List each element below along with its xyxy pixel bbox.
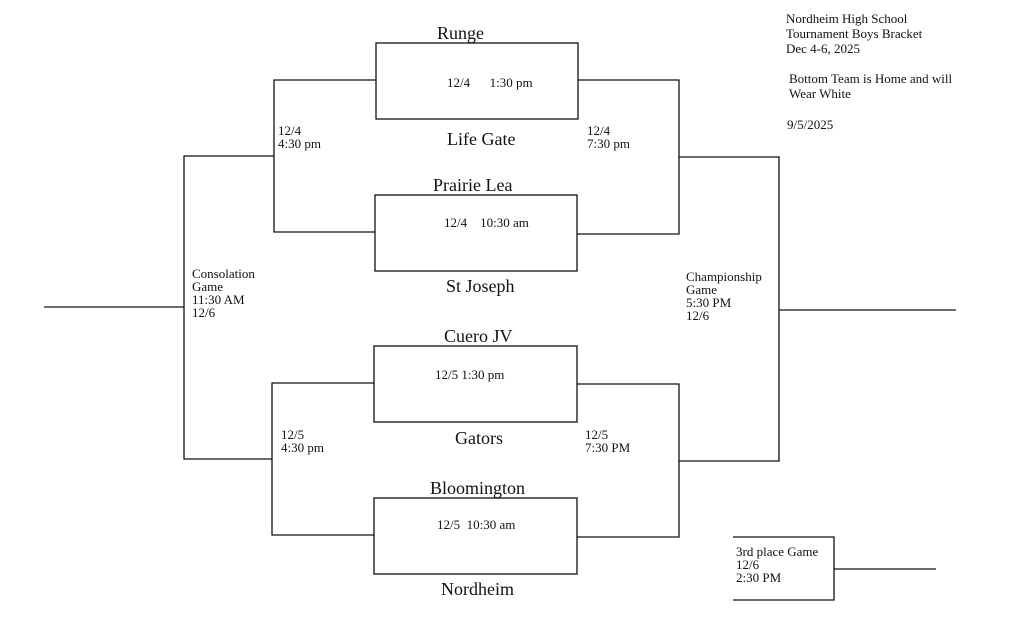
game2-time: 12/4 10:30 am bbox=[444, 215, 529, 230]
left-bracket-upper bbox=[273, 79, 376, 233]
third-place-label: 3rd place Game 12/6 2:30 PM bbox=[736, 544, 819, 585]
game-box-1 bbox=[375, 42, 579, 120]
consolation-upper-time: 12/4 4:30 pm bbox=[278, 123, 321, 151]
game4-bottom-team: Nordheim bbox=[441, 579, 514, 599]
game2-bottom-team: St Joseph bbox=[446, 276, 515, 296]
consolation-game-label: Consolation Game 11:30 AM 12/6 bbox=[192, 266, 255, 320]
game-box-4 bbox=[373, 497, 578, 575]
game-box-2 bbox=[374, 194, 578, 272]
tournament-title: Tournament Boys Bracket bbox=[786, 26, 923, 41]
championship-game-label: Championship Game 5:30 PM 12/6 bbox=[686, 269, 762, 323]
game4-time: 12/5 10:30 am bbox=[437, 517, 516, 532]
right-outer-bracket bbox=[679, 156, 780, 462]
game1-top-team: Runge bbox=[437, 23, 484, 43]
home-team-note-cont: Wear White bbox=[789, 86, 851, 101]
consolation-lower-time: 12/5 4:30 pm bbox=[281, 427, 324, 455]
game3-top-team: Cuero JV bbox=[444, 326, 513, 346]
game4-top-team: Bloomington bbox=[430, 478, 526, 498]
game2-top-team: Prairie Lea bbox=[433, 175, 513, 195]
winners-upper-time: 12/4 7:30 pm bbox=[587, 123, 630, 151]
game3-time: 12/5 1:30 pm bbox=[435, 367, 505, 382]
right-bracket-upper bbox=[577, 79, 680, 235]
home-team-note: Bottom Team is Home and will bbox=[789, 71, 953, 86]
left-bracket-lower bbox=[271, 382, 374, 536]
school-name: Nordheim High School bbox=[786, 11, 908, 26]
right-bracket-lower bbox=[577, 383, 680, 538]
game1-bottom-team: Life Gate bbox=[447, 129, 516, 149]
posted-date: 9/5/2025 bbox=[787, 117, 834, 132]
game3-bottom-team: Gators bbox=[455, 428, 503, 448]
tournament-dates: Dec 4-6, 2025 bbox=[786, 41, 861, 56]
game-box-3 bbox=[373, 345, 578, 423]
winners-lower-time: 12/5 7:30 PM bbox=[585, 427, 631, 455]
game1-time: 12/4 1:30 pm bbox=[447, 75, 533, 90]
